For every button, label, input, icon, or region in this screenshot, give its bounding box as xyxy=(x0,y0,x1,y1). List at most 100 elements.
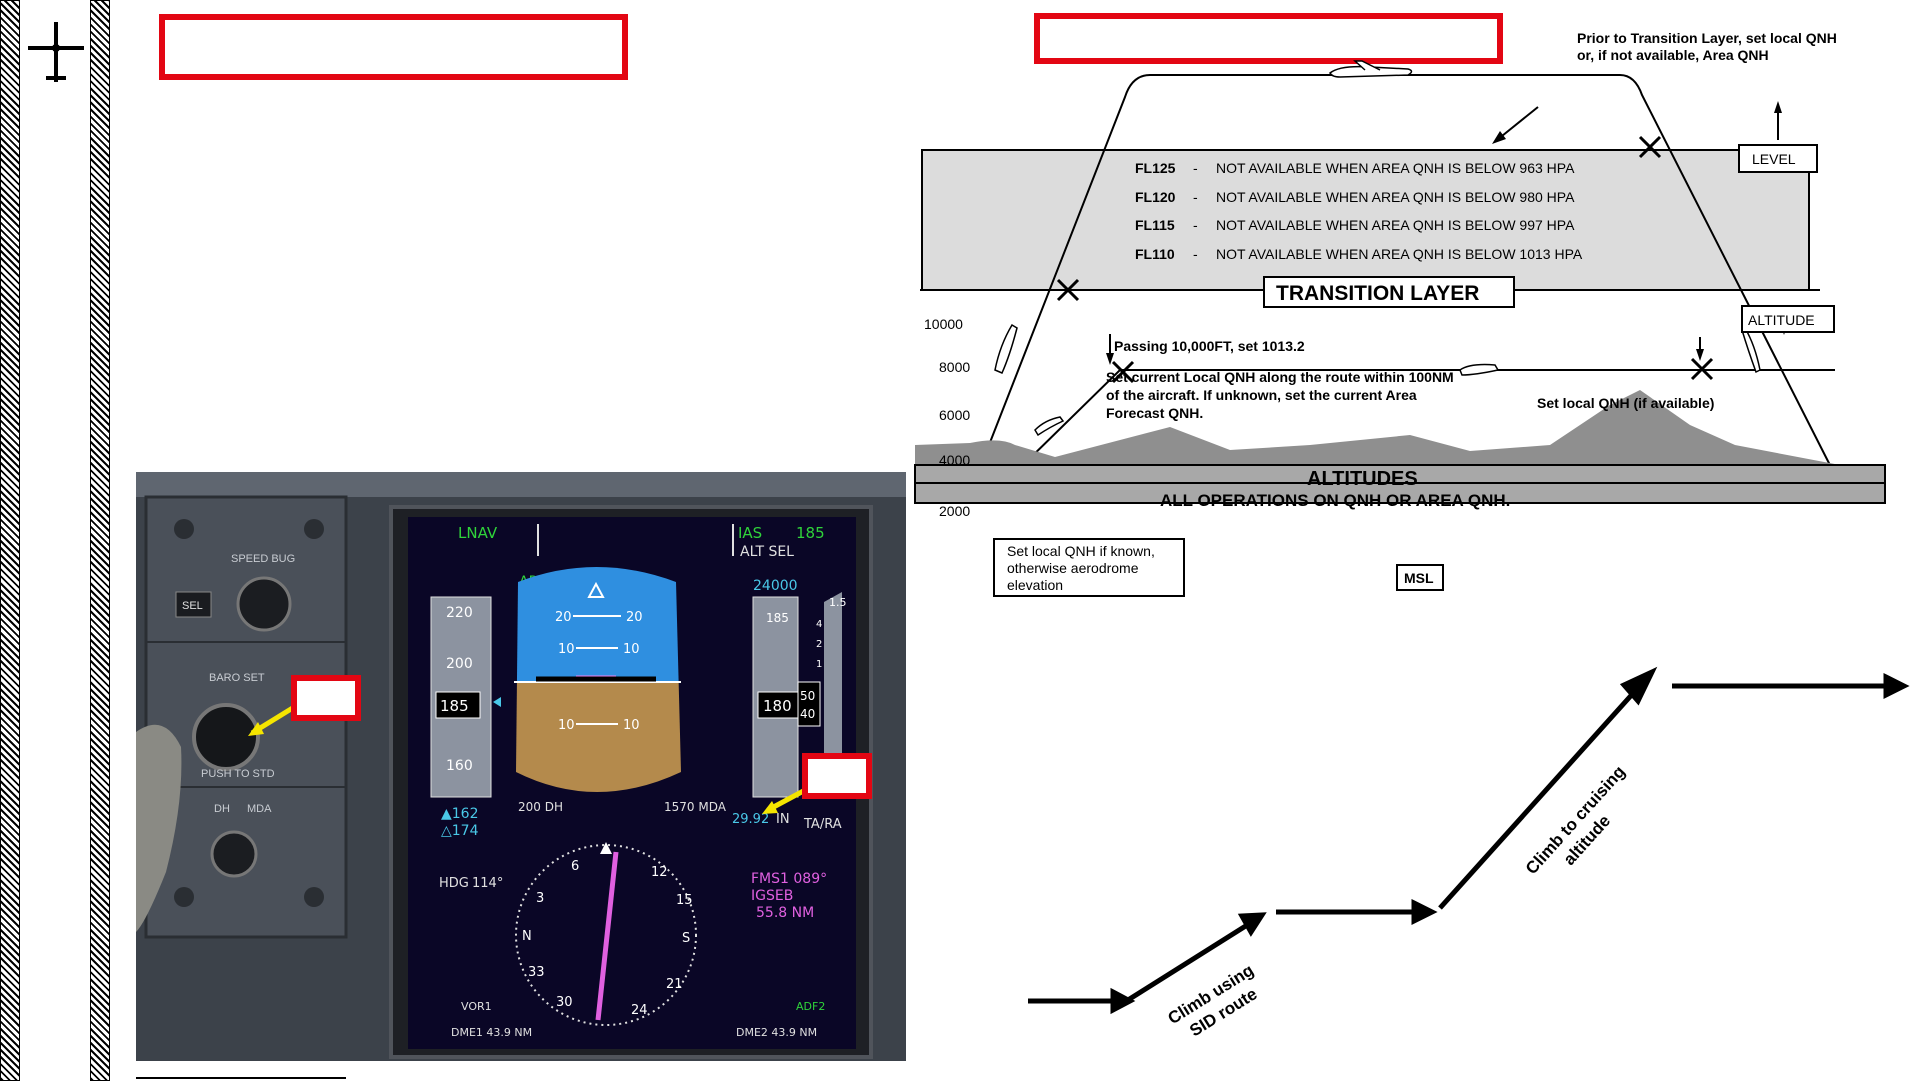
cockpit-photo: SPEED BUG SEL BARO SET PUSH TO STD DH MD… xyxy=(136,472,906,1061)
compass-15: 15 xyxy=(676,893,693,908)
transition-layer-title: TRANSITION LAYER xyxy=(1276,282,1479,305)
fl-row-3-level: FL115 xyxy=(1135,217,1175,233)
fl-row-2-text: NOT AVAILABLE WHEN AREA QNH IS BELOW 980… xyxy=(1216,189,1575,205)
baro-unit: IN xyxy=(776,812,790,827)
prior-note-1: Prior to Transition Layer, set local QNH xyxy=(1577,30,1837,46)
aerodrome-note-2: otherwise aerodrome xyxy=(1007,560,1139,576)
compass-33: 33 xyxy=(528,965,545,980)
y-tick-2000: 2000 xyxy=(939,503,970,519)
dh-mda-knob[interactable] xyxy=(212,832,256,876)
push-std-label: PUSH TO STD xyxy=(201,768,275,780)
fms-waypoint: IGSEB xyxy=(751,888,793,904)
vs-scale-2: 2 xyxy=(816,639,822,650)
compass-12: 12 xyxy=(651,865,668,880)
speed-tick-220: 220 xyxy=(446,605,473,621)
compass-s: S xyxy=(682,931,690,946)
pitch-label-10-right: 10 xyxy=(623,642,640,657)
vor1-label: VOR1 xyxy=(461,1000,492,1013)
fl-row-4-text: NOT AVAILABLE WHEN AREA QNH IS BELOW 101… xyxy=(1216,246,1583,262)
compass-24: 24 xyxy=(631,1003,648,1018)
pitch-label-10-low-right: 10 xyxy=(623,718,640,733)
aircraft-cruise-icon xyxy=(1330,61,1412,77)
baro-readout-callout-box xyxy=(805,756,869,796)
aircraft-logo-icon xyxy=(26,18,86,88)
fl-row-3-text: NOT AVAILABLE WHEN AREA QNH IS BELOW 997… xyxy=(1216,217,1575,233)
adf2-label: ADF2 xyxy=(796,1000,825,1013)
vs-scale-1: 1 xyxy=(816,659,822,670)
climb-profile-diagram: Climb using SID route Climb to cruising … xyxy=(1020,660,1920,1060)
speed-tick-160: 160 xyxy=(446,758,473,774)
alt-sel-mode: ALT SEL xyxy=(740,544,794,560)
inner-hatched-bar xyxy=(90,0,110,1081)
aerodrome-note-3: elevation xyxy=(1007,577,1063,593)
fms-distance: 55.8 NM xyxy=(756,905,814,921)
alt-sel-value: 24000 xyxy=(753,578,798,594)
lnav-mode: LNAV xyxy=(458,524,498,542)
vs-scale-15: 1.5 xyxy=(829,596,847,609)
fl-row-3-dash: - xyxy=(1193,217,1198,233)
aircraft-descent-icon xyxy=(1460,328,1760,375)
compass-3: 3 xyxy=(536,891,544,906)
dme1-label: DME1 43.9 NM xyxy=(451,1026,532,1039)
route-note-3: Forecast QNH. xyxy=(1106,405,1203,421)
pitch-label-10-left: 10 xyxy=(558,642,575,657)
route-note-2: of the aircraft. If unknown, set the cur… xyxy=(1106,387,1417,403)
alt-current: 180 xyxy=(763,697,792,715)
y-tick-10000: 10000 xyxy=(924,316,963,332)
left-hatched-bar xyxy=(0,0,20,1081)
ias-value: 185 xyxy=(796,524,825,542)
fl-row-2-dash: - xyxy=(1193,189,1198,205)
fl-row-1-dash: - xyxy=(1193,160,1198,176)
local-qnh-note: Set local QNH (if available) xyxy=(1537,395,1714,411)
speed-tick-200: 200 xyxy=(446,656,473,672)
fl-row-1-level: FL125 xyxy=(1135,160,1176,176)
mda-label: MDA xyxy=(247,803,272,815)
alt-bug: 185 xyxy=(766,611,789,625)
tara-label: TA/RA xyxy=(803,817,842,832)
bottom-rule xyxy=(136,1077,346,1079)
altitudes-title: ALTITUDES xyxy=(1307,468,1418,490)
alt-roll-2: 40 xyxy=(800,707,815,721)
dh-value: 200 DH xyxy=(518,800,563,814)
speed-current: 185 xyxy=(440,697,469,715)
hdg-label: HDG xyxy=(439,876,469,891)
compass-n: N xyxy=(522,929,532,944)
title-redbox-left xyxy=(159,14,628,80)
compass-6: 6 xyxy=(571,859,579,874)
baro-callout-box xyxy=(294,678,358,718)
vs-scale-4: 4 xyxy=(816,619,822,630)
speed-low-2: △174 xyxy=(441,823,479,839)
compass-30: 30 xyxy=(556,995,573,1010)
msl-label: MSL xyxy=(1404,570,1434,586)
baro-value: 29.92 xyxy=(732,812,769,827)
baro-knob[interactable] xyxy=(194,705,258,769)
fl-row-4-level: FL110 xyxy=(1135,246,1175,262)
alt-roll-1: 50 xyxy=(800,689,815,703)
baro-set-label: BARO SET xyxy=(209,672,265,684)
pitch-label-20-left: 20 xyxy=(555,610,572,625)
compass-21: 21 xyxy=(666,977,683,992)
level-label: LEVEL xyxy=(1752,151,1796,167)
dh-label: DH xyxy=(214,803,230,815)
speed-bug-knob[interactable] xyxy=(238,578,290,630)
speed-bug-label: SPEED BUG xyxy=(231,553,295,565)
passing-note: Passing 10,000FT, set 1013.2 xyxy=(1114,338,1305,354)
mda-value: 1570 MDA xyxy=(664,800,727,814)
fl-row-1-text: NOT AVAILABLE WHEN AREA QNH IS BELOW 963… xyxy=(1216,160,1575,176)
pitch-label-10-low-left: 10 xyxy=(558,718,575,733)
fl-row-2-level: FL120 xyxy=(1135,189,1176,205)
fms-source: FMS1 089° xyxy=(751,871,827,887)
sel-label: SEL xyxy=(182,600,203,612)
dme2-label: DME2 43.9 NM xyxy=(736,1026,817,1039)
transition-layer-diagram: Prior to Transition Layer, set local QNH… xyxy=(910,25,1921,605)
y-tick-8000: 8000 xyxy=(939,359,970,375)
prior-note-2: or, if not available, Area QNH xyxy=(1577,47,1769,63)
ias-mode: IAS xyxy=(738,524,762,542)
altitude-label: ALTITUDE xyxy=(1748,312,1815,328)
speed-low-1: ▲162 xyxy=(441,806,479,822)
pitch-label-20-right: 20 xyxy=(626,610,643,625)
fl-row-4-dash: - xyxy=(1193,246,1198,262)
y-tick-6000: 6000 xyxy=(939,407,970,423)
altitudes-subtitle: ALL OPERATIONS ON QNH OR AREA QNH. xyxy=(1160,491,1510,510)
route-note-1: Set current Local QNH along the route wi… xyxy=(1106,369,1454,385)
